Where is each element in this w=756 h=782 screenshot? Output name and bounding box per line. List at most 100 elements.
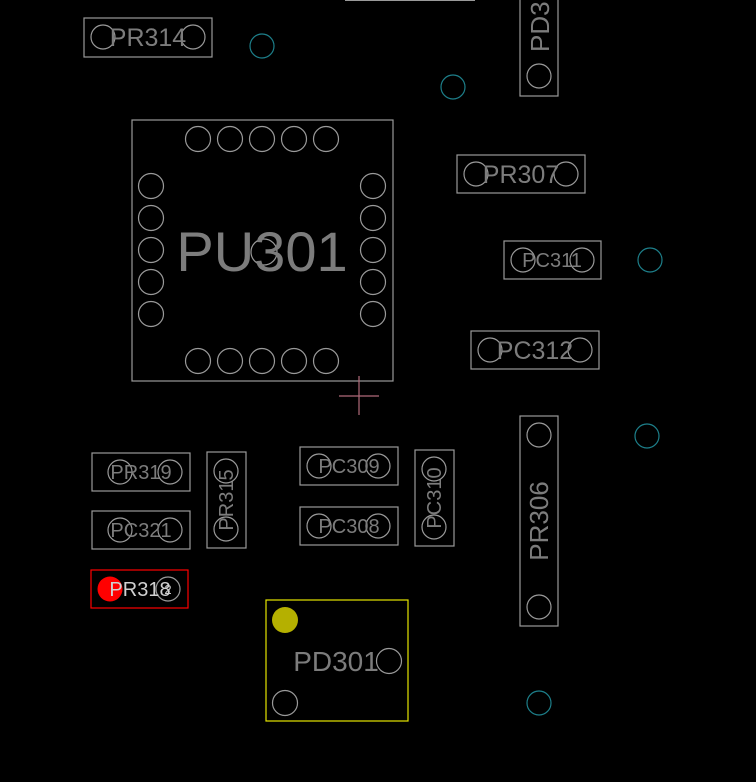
via [440,74,466,100]
pad[interactable] [137,236,165,264]
component-label: PD3 [525,1,555,52]
component-label: PC311 [522,250,582,272]
pad[interactable] [359,268,387,296]
pad[interactable] [569,247,595,273]
component-label: PC309 [318,456,379,478]
pad[interactable] [375,647,403,675]
pad[interactable] [280,347,308,375]
component-outline [519,415,559,627]
pad[interactable] [216,347,244,375]
component-pc308[interactable]: PC308 [299,506,399,546]
component-pr319[interactable]: PR319 [91,452,191,492]
component-label: PC312 [497,337,573,365]
component-label: PR318 [109,579,170,601]
pad[interactable] [107,517,133,543]
pads-top [184,125,340,153]
component-pr307[interactable]: PR307 [456,154,586,194]
component-pr315[interactable]: PR315 [206,451,247,549]
pads-right [359,172,387,328]
pad[interactable] [137,300,165,328]
vias [249,33,663,716]
component-label: PR315 [216,469,238,530]
component-pc309[interactable]: PC309 [299,446,399,486]
component-pr306[interactable]: PR306 [519,415,559,627]
cursor-crosshair [339,376,379,415]
pad[interactable] [306,453,332,479]
component-pc310[interactable]: PC310 [414,449,455,547]
component-outline [299,446,399,486]
pad[interactable] [157,459,183,485]
pad[interactable] [359,236,387,264]
pad[interactable] [280,125,308,153]
component-outline [503,240,602,280]
pad[interactable] [359,172,387,200]
pad[interactable] [567,337,593,363]
pad[interactable] [463,161,489,187]
pads-left [137,172,165,328]
pad[interactable] [359,300,387,328]
pad[interactable] [216,125,244,153]
component-outline-selected [90,569,189,609]
pad[interactable] [184,125,212,153]
pad[interactable] [180,24,206,50]
pad[interactable] [359,204,387,232]
pad[interactable] [213,458,239,484]
component-outline [299,506,399,546]
thermal-pad[interactable] [250,238,278,266]
pad[interactable] [157,517,183,543]
pad[interactable] [271,689,299,717]
pad[interactable] [312,347,340,375]
pad[interactable] [137,268,165,296]
pad-1-selected[interactable] [97,576,123,602]
component-label: PR307 [483,161,559,189]
component-label: PD301 [293,646,379,677]
pad[interactable] [248,125,276,153]
pad[interactable] [213,516,239,542]
component-outline [414,449,455,547]
component-label: PU301 [176,220,347,283]
component-pc311[interactable]: PC311 [503,240,602,280]
pad[interactable] [365,453,391,479]
pad[interactable] [526,422,552,448]
component-outline [83,17,213,58]
component-label: PC321 [110,520,171,542]
via [249,33,275,59]
component-outline [91,510,191,550]
pad[interactable] [477,337,503,363]
pad[interactable] [312,125,340,153]
component-pr318-selected[interactable]: PR318 2 [90,569,189,609]
component-pu301[interactable]: PU301 [131,119,394,382]
pad[interactable] [365,513,391,539]
pad[interactable] [526,594,552,620]
component-pc312[interactable]: PC312 [470,330,600,370]
pin1-marker[interactable] [272,607,298,633]
pad[interactable] [421,514,447,540]
component-pd3[interactable]: PD3 [519,0,559,97]
pad[interactable] [137,204,165,232]
pad[interactable] [553,161,579,187]
pad[interactable] [184,347,212,375]
component-outline [470,330,600,370]
component-outline-highlighted [265,599,409,722]
component-pd301-highlighted[interactable]: PD301 [265,599,409,722]
pad[interactable] [421,456,447,482]
component-outline [519,0,559,97]
component-outline [206,451,247,549]
component-pr314[interactable]: PR314 [83,17,213,58]
pad-2[interactable] [155,576,181,602]
via [637,247,663,273]
component-pc321[interactable]: PC321 [91,510,191,550]
pad[interactable] [510,247,536,273]
pad[interactable] [90,24,116,50]
pad[interactable] [137,172,165,200]
pad[interactable] [248,347,276,375]
component-label: PR314 [110,24,187,52]
pad[interactable] [107,459,133,485]
component-outline [456,154,586,194]
pad[interactable] [526,63,552,89]
component-label: PR306 [524,481,554,561]
via [526,690,552,716]
component-label: PC310 [424,467,446,528]
pad[interactable] [306,513,332,539]
